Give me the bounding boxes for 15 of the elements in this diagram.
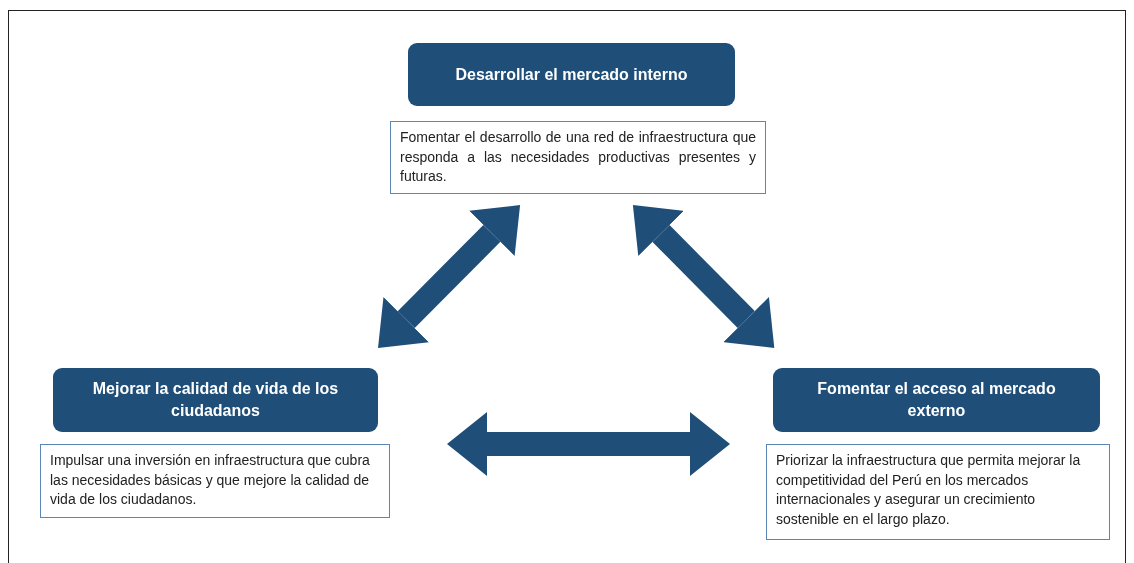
description-box xyxy=(766,444,1110,540)
description-box xyxy=(40,444,390,518)
heading-text: Mejorar la calidad de vida de los ciudadanos xyxy=(91,379,340,421)
description-text: Impulsar una inversión en infraestructura que cubra las necesidades básicas y que mejore la calidad de vida de los ciudadanos. xyxy=(50,452,370,508)
description-box xyxy=(390,121,766,194)
double-arrow xyxy=(378,205,521,348)
title-box xyxy=(53,368,378,432)
title-box xyxy=(408,43,735,106)
heading-text: Desarrollar el mercado interno xyxy=(455,64,688,85)
description-text: Priorizar la infraestructura que permita mejorar la competitividad del Perú en los mercados internacionales y asegurar un crecimiento sostenible en el largo plazo. xyxy=(776,452,1081,527)
heading-text: Fomentar el acceso al mercado externo xyxy=(816,379,1057,421)
double-arrow xyxy=(447,412,730,476)
title-box xyxy=(773,368,1100,432)
description-text: Fomentar el desarrollo de una red de infraestructura que responda a las necesidades productivas presentes y futuras. xyxy=(400,129,756,185)
double-arrow xyxy=(632,205,775,348)
